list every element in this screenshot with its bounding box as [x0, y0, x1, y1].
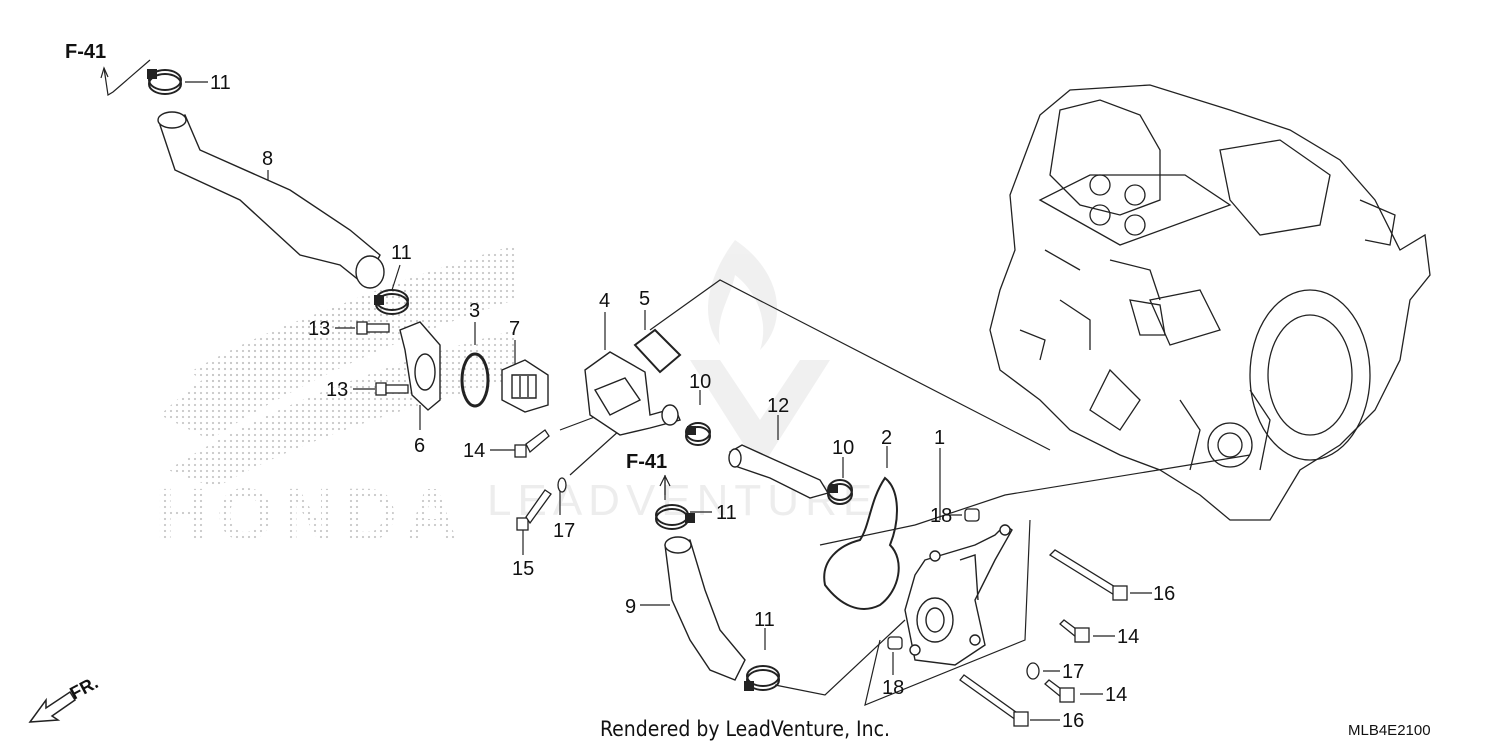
bolt-15[interactable] — [516, 489, 552, 531]
water-pump-1[interactable] — [904, 524, 1013, 666]
callout-1: 1 — [934, 427, 945, 449]
hose-clamp-10a[interactable] — [685, 422, 711, 446]
callout-18: 18 — [882, 677, 904, 699]
callout-11: 11 — [391, 242, 412, 264]
callout-15: 15 — [512, 558, 534, 580]
bolt-14b[interactable] — [1059, 619, 1090, 643]
dowel-18a[interactable] — [964, 508, 980, 522]
gasket-5[interactable] — [633, 328, 682, 374]
hose-9[interactable] — [664, 536, 746, 681]
bolt-14c[interactable] — [1044, 679, 1075, 703]
bolt-16a[interactable] — [1048, 549, 1128, 601]
callout-11: 11 — [754, 609, 775, 631]
bolt-16b[interactable] — [959, 674, 1029, 727]
callout-16: 16 — [1153, 583, 1175, 605]
bolt-13b[interactable] — [375, 382, 409, 396]
callout-2: 2 — [881, 427, 892, 449]
callout-12: 12 — [767, 395, 789, 417]
callout-8: 8 — [262, 148, 273, 170]
reference-label: F-41 — [626, 451, 667, 473]
callout-6: 6 — [414, 435, 425, 457]
thermostat-7[interactable] — [501, 359, 549, 413]
hose-clamp-11d[interactable] — [744, 665, 780, 691]
o-ring-3[interactable] — [460, 352, 490, 408]
dowel-17b[interactable] — [1026, 662, 1040, 680]
callout-numbers: 11 8 11 13 13 3 7 6 4 5 14 15 17 10 12 1… — [210, 72, 1175, 732]
honda-watermark-text: HONDA — [155, 473, 466, 556]
thermostat-housing-4[interactable] — [584, 351, 681, 436]
thermostat-cover-6[interactable] — [399, 321, 441, 411]
bolt-13a[interactable] — [356, 321, 390, 335]
callout-14: 14 — [463, 440, 485, 462]
callout-14: 14 — [1117, 626, 1139, 648]
engine-assembly — [989, 84, 1431, 521]
callout-10: 10 — [832, 437, 854, 459]
leader-lines — [185, 81, 1251, 721]
hose-12[interactable] — [728, 444, 830, 499]
front-direction-marker: FR. — [28, 672, 101, 723]
callout-17: 17 — [553, 520, 575, 542]
callout-17: 17 — [1062, 661, 1084, 683]
callout-14: 14 — [1105, 684, 1127, 706]
callout-3: 3 — [469, 300, 480, 322]
hose-clamp-11b[interactable] — [374, 289, 409, 315]
diagram-code: MLB4E2100 — [1348, 722, 1431, 739]
callout-5: 5 — [639, 288, 650, 310]
callout-13: 13 — [308, 318, 330, 340]
hose-clamp-11a[interactable] — [147, 69, 182, 95]
leadventure-watermark: LEADVENTURE — [487, 240, 872, 525]
dowel-18b[interactable] — [887, 636, 903, 650]
callout-18: 18 — [930, 505, 952, 527]
callout-13: 13 — [326, 379, 348, 401]
callout-4: 4 — [599, 290, 610, 312]
dowel-17a[interactable] — [557, 477, 567, 493]
rendered-by-footer: Rendered by LeadVenture, Inc. — [600, 717, 890, 741]
honda-wing-watermark: HONDA — [155, 245, 515, 556]
reference-label: F-41 — [65, 41, 106, 63]
callout-9: 9 — [625, 596, 636, 618]
bolt-14a[interactable] — [514, 429, 550, 458]
callout-11: 11 — [716, 502, 737, 524]
hose-clamp-11c[interactable] — [655, 504, 695, 530]
callout-10: 10 — [689, 371, 711, 393]
hose-8[interactable] — [157, 111, 385, 289]
reference-f41-top[interactable]: F-41 — [65, 41, 151, 96]
reference-f41-mid[interactable]: F-41 — [626, 451, 671, 500]
hose-clamp-10b[interactable] — [827, 479, 853, 505]
callout-11: 11 — [210, 72, 231, 94]
callout-16: 16 — [1062, 710, 1084, 732]
water-pump-gasket-2[interactable] — [823, 476, 900, 610]
callout-7: 7 — [509, 318, 520, 340]
